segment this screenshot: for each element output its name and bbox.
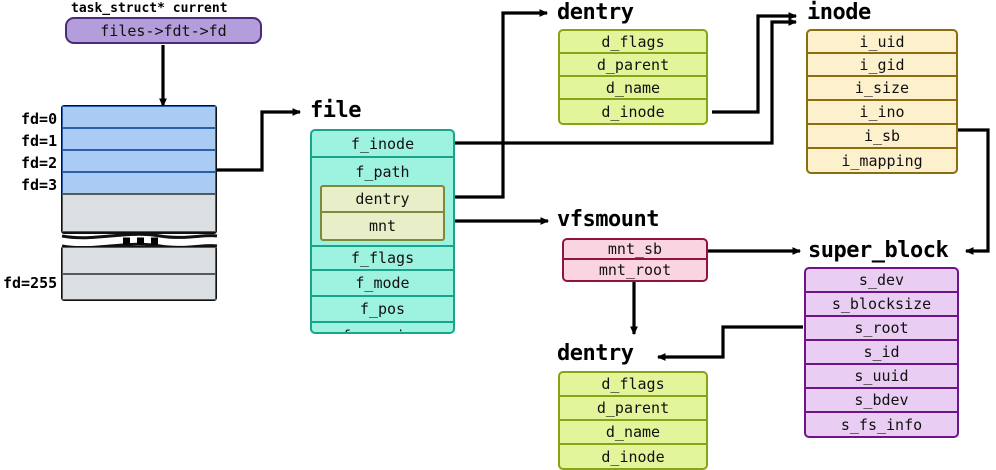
super-block-box: s_dev s_blocksize s_root s_id s_uuid s_b… <box>804 267 959 438</box>
dentry-bottom-title: dentry <box>557 341 634 366</box>
vfsmount-field-mnt_root[interactable]: mnt_root <box>598 261 672 279</box>
inode-field-i_sb[interactable]: i_sb <box>808 125 956 149</box>
dentry-bottom-field-d_inode[interactable]: d_inode <box>601 448 665 466</box>
dentry-top-field-d_parent[interactable]: d_parent <box>560 54 706 77</box>
inode-field-i_size[interactable]: i_size <box>808 77 956 101</box>
dentry-bottom-field-d_parent[interactable]: d_parent <box>560 397 706 421</box>
fd-slot-0[interactable] <box>62 106 216 128</box>
files-fdt-fd-box[interactable]: files->fdt->fd <box>65 17 262 44</box>
vfsmount-title: vfsmount <box>557 207 659 232</box>
sb-field-s_bdev[interactable]: s_bdev <box>806 389 957 413</box>
sb-field-s_root[interactable]: s_root <box>806 317 957 341</box>
dentry-bottom-box: d_flags d_parent d_name d_inode <box>558 371 708 470</box>
f_path-struct-box: dentry mnt <box>320 185 445 241</box>
file-field-f_pos[interactable]: f_pos <box>312 297 453 323</box>
dentry-top-field-d_inode[interactable]: d_inode <box>601 102 665 121</box>
f_path-field-dentry[interactable]: dentry <box>322 187 443 213</box>
dentry-bottom-field-d_flags[interactable]: d_flags <box>560 373 706 397</box>
task-struct-annotation: task_struct* current <box>71 1 228 16</box>
dentry-top-field-d_name[interactable]: d_name <box>560 77 706 100</box>
sb-field-s_id[interactable]: s_id <box>806 341 957 365</box>
sb-field-s_fs_info[interactable]: s_fs_info <box>840 415 923 434</box>
sb-field-s_dev[interactable]: s_dev <box>806 269 957 293</box>
edge-finode-to-inode <box>455 18 798 145</box>
inode-box: i_uid i_gid i_size i_ino i_sb i_mapping <box>806 29 958 174</box>
file-field-f_flags[interactable]: f_flags <box>312 245 453 271</box>
file-struct-box: f_inode f_path dentry mnt f_flags f_mode… <box>310 129 455 334</box>
fd-label-0: fd=0 <box>21 110 58 128</box>
inode-field-i_gid[interactable]: i_gid <box>808 54 956 77</box>
fd-slot-255[interactable] <box>62 274 216 300</box>
inode-field-i_mapping[interactable]: i_mapping <box>841 151 923 170</box>
fd-slot-2[interactable] <box>62 150 216 172</box>
edge-dentry-ptr <box>455 9 549 199</box>
edge-fd-to-file <box>216 108 302 172</box>
inode-title: inode <box>807 0 871 25</box>
fd-label-255: fd=255 <box>3 274 58 292</box>
edge-sroot-to-dentry <box>656 325 803 361</box>
vfsmount-field-mnt_sb[interactable]: mnt_sb <box>564 240 706 260</box>
fd-label-1: fd=1 <box>21 132 58 150</box>
file-f_path-nested-wrap: dentry mnt <box>312 185 453 245</box>
dentry-top-field-d_flags[interactable]: d_flags <box>560 31 706 54</box>
fd-slot-free-bottom-1[interactable] <box>62 247 216 274</box>
inode-field-i_ino[interactable]: i_ino <box>808 101 956 125</box>
edge-isb-to-sb <box>958 128 990 255</box>
fd-label-2: fd=2 <box>21 154 58 172</box>
dentry-bottom-field-d_name[interactable]: d_name <box>560 421 706 445</box>
file-struct-title: file <box>310 98 361 123</box>
file-field-f_mapping[interactable]: f_mapping <box>312 323 453 332</box>
fd-slot-3[interactable] <box>62 172 216 194</box>
inode-field-i_uid[interactable]: i_uid <box>808 31 956 54</box>
file-field-f_inode[interactable]: f_inode <box>312 131 453 158</box>
dentry-top-title: dentry <box>557 0 634 25</box>
file-field-f_path: f_path <box>355 162 410 181</box>
fd-slot-1[interactable] <box>62 128 216 150</box>
edge-dinode-to-inode <box>712 12 798 114</box>
file-field-f_mode[interactable]: f_mode <box>312 271 453 297</box>
fd-slot-free-top[interactable] <box>62 194 216 232</box>
fd-label-3: fd=3 <box>21 176 58 194</box>
f_path-field-mnt[interactable]: mnt <box>368 217 397 235</box>
vfsmount-box: mnt_sb mnt_root <box>562 238 708 282</box>
sb-field-s_uuid[interactable]: s_uuid <box>806 365 957 389</box>
super-block-title: super_block <box>808 238 949 263</box>
sb-field-s_blocksize[interactable]: s_blocksize <box>806 293 957 317</box>
files-fdt-fd-label: files->fdt->fd <box>100 21 227 40</box>
dentry-top-box: d_flags d_parent d_name d_inode <box>558 29 708 125</box>
